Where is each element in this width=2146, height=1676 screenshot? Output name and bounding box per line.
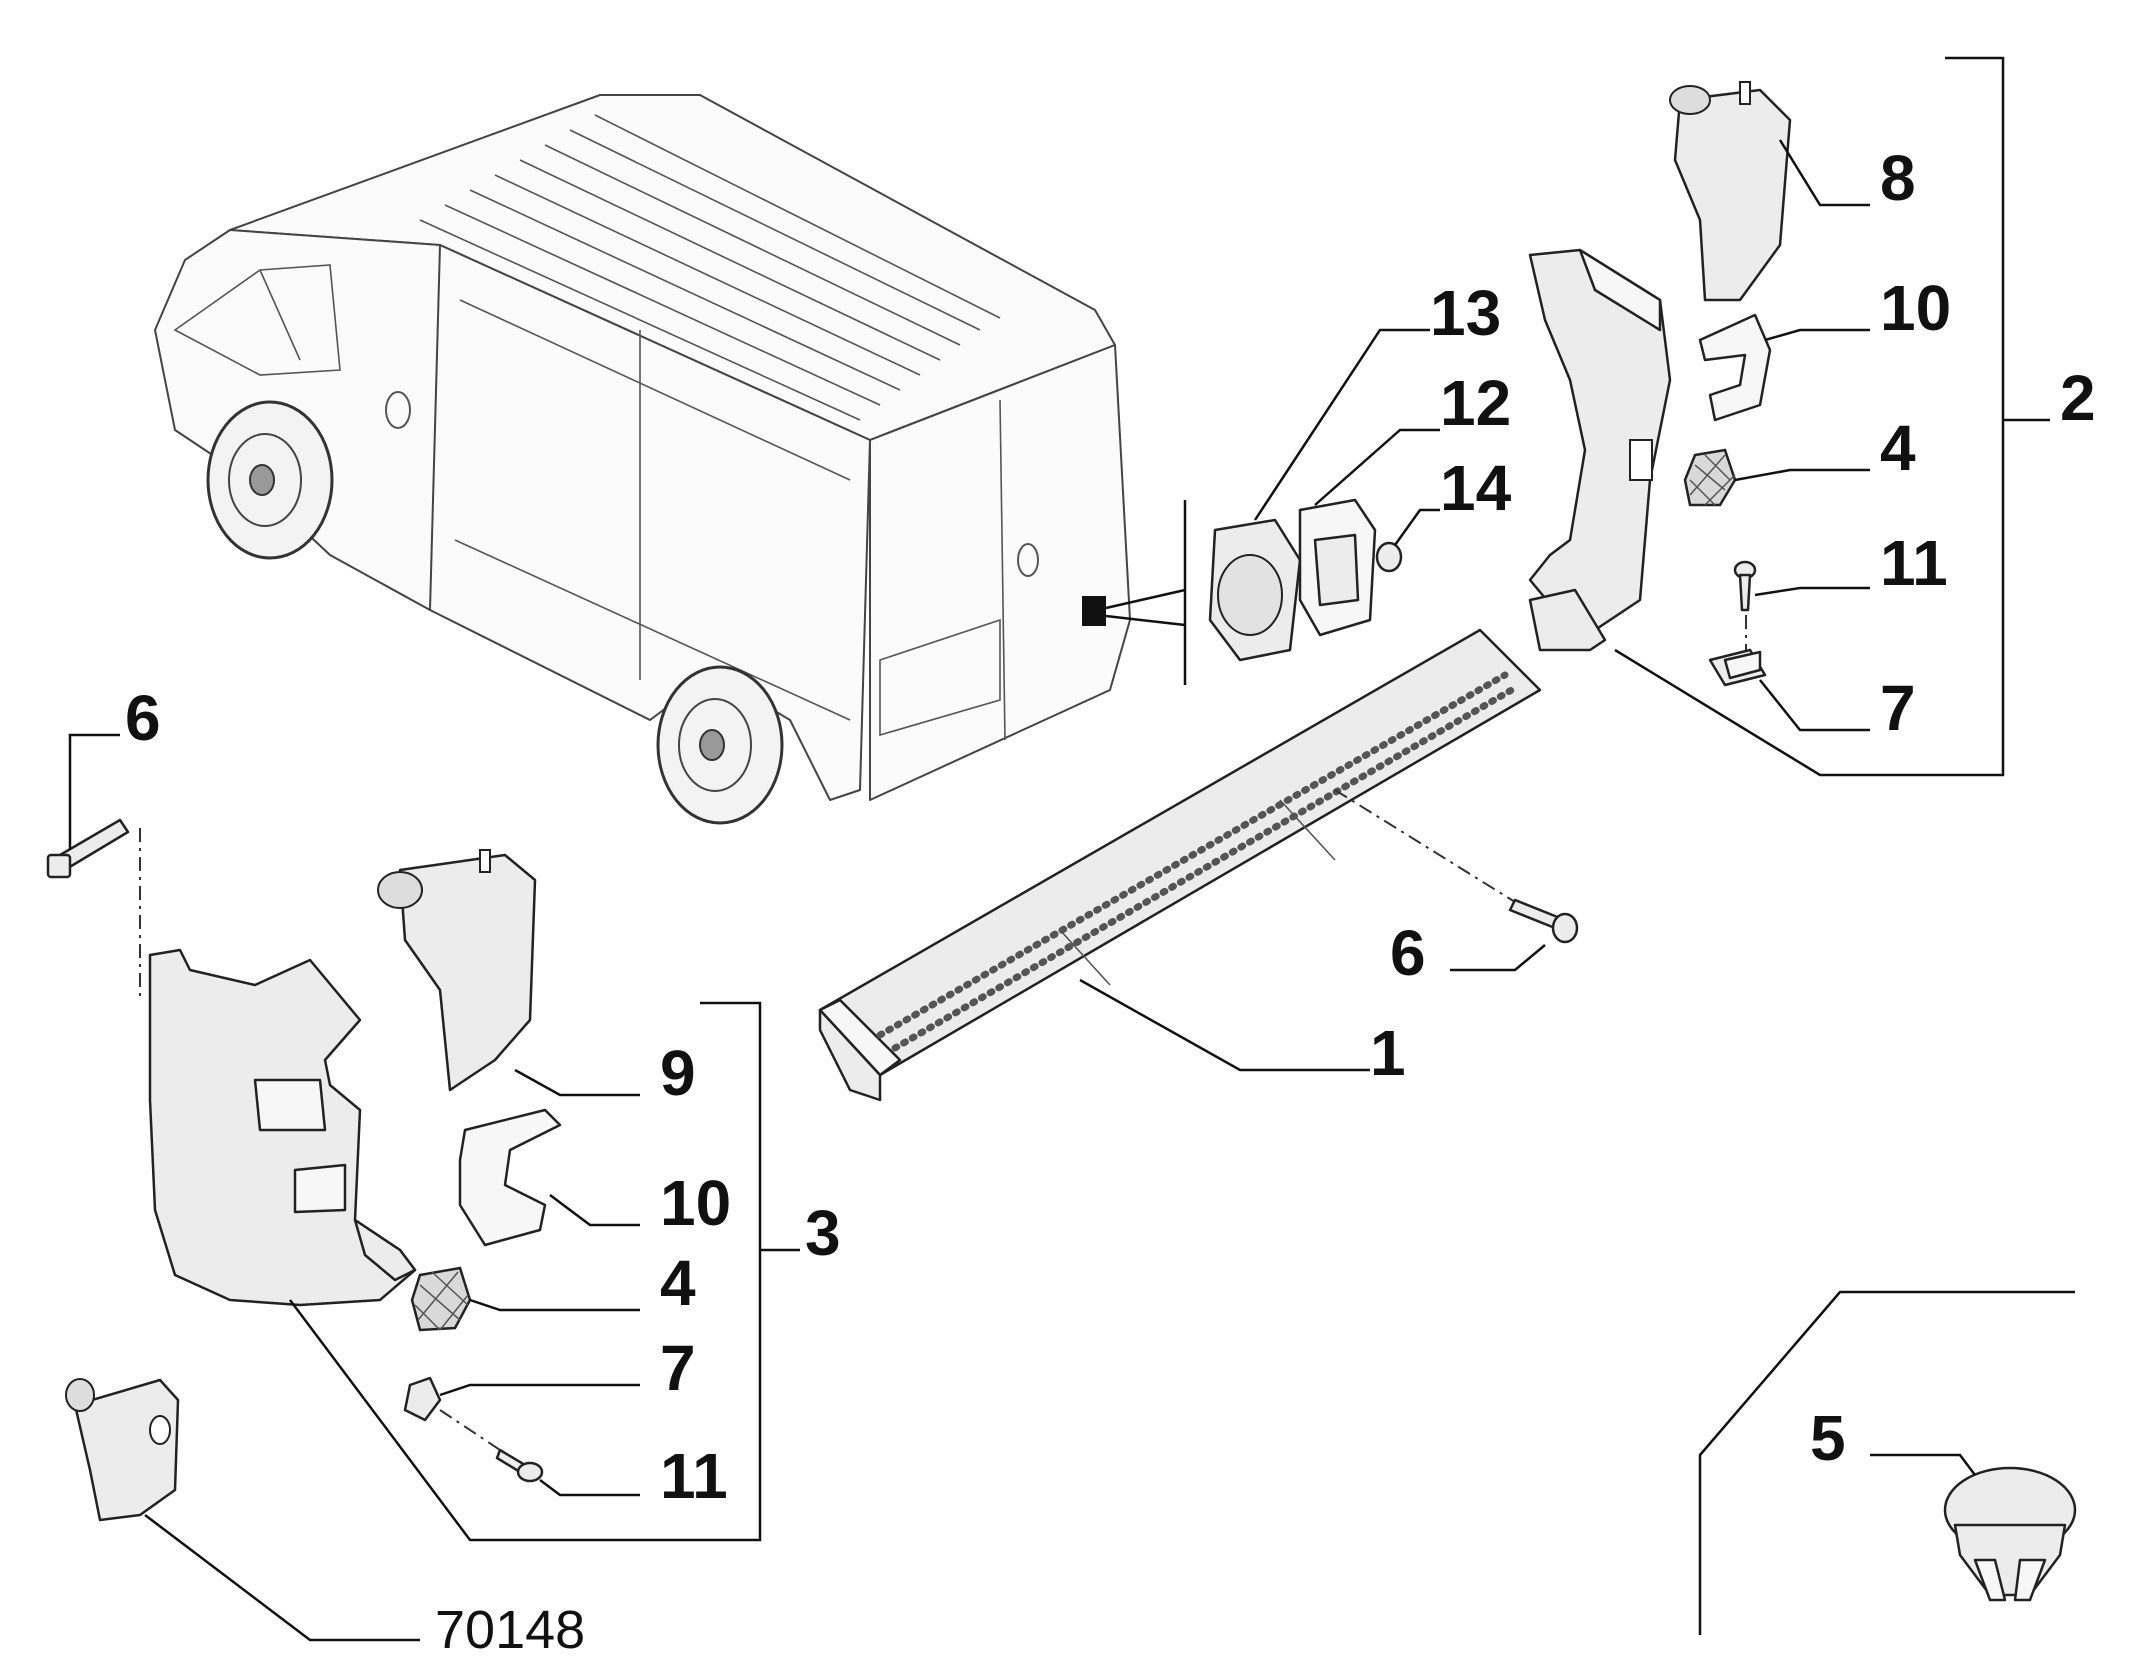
label-part-13: 13 xyxy=(1430,277,1501,349)
label-ref-70148: 70148 xyxy=(435,1600,585,1660)
location-marker xyxy=(1082,596,1106,626)
mesh-insert-icon xyxy=(410,1266,472,1332)
label-part-2: 2 xyxy=(2060,362,2096,434)
cap-icon xyxy=(1208,518,1302,662)
clip-icon xyxy=(403,1376,442,1422)
label-part-6-right: 6 xyxy=(1390,917,1426,989)
marker-light-icon xyxy=(65,1378,180,1522)
nut-icon xyxy=(1375,541,1403,573)
marker-light-icon xyxy=(377,849,537,1092)
bumper-corner-icon xyxy=(1528,248,1672,652)
bumper-corner-icon xyxy=(148,948,417,1307)
label-part-1: 1 xyxy=(1370,1017,1406,1089)
screw-icon xyxy=(495,1448,544,1483)
rear-wheel xyxy=(656,665,784,825)
clip-icon xyxy=(1708,648,1767,687)
mesh-insert-icon xyxy=(1683,448,1737,507)
label-part-7-left: 7 xyxy=(660,1332,696,1404)
label-part-9: 9 xyxy=(660,1037,696,1109)
gasket-icon xyxy=(1298,498,1377,637)
label-part-4-left: 4 xyxy=(660,1247,696,1319)
label-part-11-left: 11 xyxy=(660,1440,728,1512)
label-part-12: 12 xyxy=(1440,367,1511,439)
label-part-10-right: 10 xyxy=(1880,272,1951,344)
bolt-icon xyxy=(1508,898,1579,944)
label-part-4-right: 4 xyxy=(1880,412,1916,484)
bolt-icon xyxy=(46,818,130,879)
label-part-10-left: 10 xyxy=(660,1167,731,1239)
label-part-5: 5 xyxy=(1810,1402,1846,1474)
label-part-3: 3 xyxy=(805,1197,841,1269)
bracket-icon xyxy=(1698,313,1772,422)
bracket-icon xyxy=(458,1108,562,1247)
screw-icon xyxy=(1733,560,1757,612)
label-part-14: 14 xyxy=(1440,452,1512,524)
label-part-7-right: 7 xyxy=(1880,672,1916,744)
push-plug-icon xyxy=(1943,1466,2077,1602)
van-illustration xyxy=(154,94,1187,825)
front-wheel xyxy=(206,400,334,560)
label-part-8: 8 xyxy=(1880,142,1916,214)
side-step-icon xyxy=(818,628,1561,1102)
label-part-11-right: 11 xyxy=(1880,527,1948,599)
label-part-6-left: 6 xyxy=(125,682,161,754)
marker-light-icon xyxy=(1669,81,1792,302)
